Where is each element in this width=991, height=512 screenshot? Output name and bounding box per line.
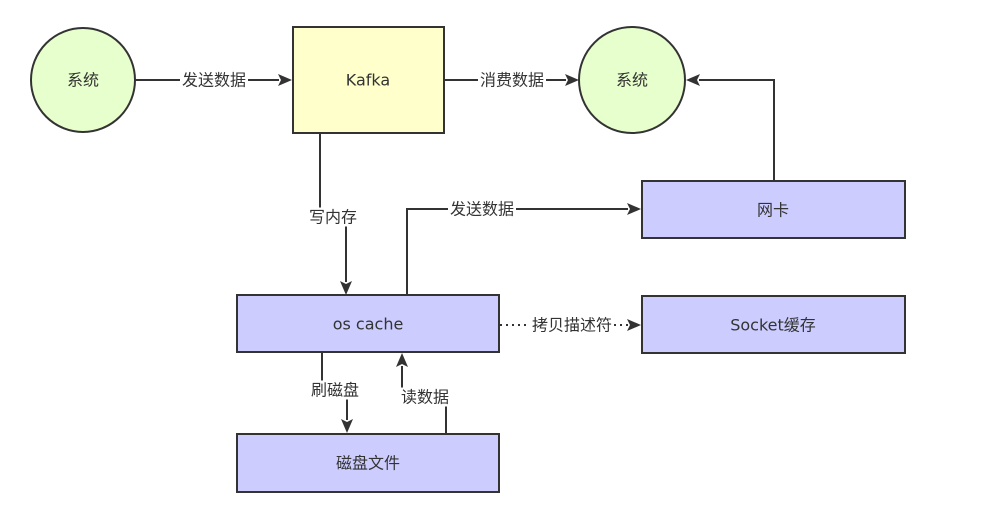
edge-label-background bbox=[447, 199, 517, 219]
node-label: os cache bbox=[333, 315, 404, 334]
edge-label: 刷磁盘 bbox=[311, 381, 359, 400]
edge-line bbox=[406, 208, 628, 295]
arrowhead-icon bbox=[627, 319, 641, 331]
node-socket-buffer: Socket缓存 bbox=[641, 295, 906, 354]
node-system-left: 系统 bbox=[30, 27, 136, 133]
edge-copy-descriptor: 拷贝描述符 bbox=[500, 315, 641, 335]
node-label: 系统 bbox=[67, 71, 99, 90]
edge-label: 消费数据 bbox=[480, 71, 544, 90]
edge-label-background bbox=[398, 387, 452, 407]
edge-send-to-kafka: 发送数据 bbox=[135, 70, 292, 90]
rect-shape bbox=[641, 180, 906, 239]
edge-label: 发送数据 bbox=[450, 200, 514, 219]
arrowhead-icon bbox=[627, 203, 641, 215]
edge-label-background bbox=[179, 70, 249, 90]
node-disk-file: 磁盘文件 bbox=[236, 433, 500, 493]
edge-label: 发送数据 bbox=[182, 71, 246, 90]
arrowhead-icon bbox=[340, 281, 352, 295]
node-os-cache: os cache bbox=[236, 294, 500, 353]
arrowhead-icon bbox=[341, 419, 353, 433]
edge-send-to-nic: 发送数据 bbox=[406, 199, 641, 295]
node-kafka: Kafka bbox=[292, 26, 445, 134]
node-label: 磁盘文件 bbox=[336, 454, 400, 473]
edge-label-background bbox=[529, 315, 615, 335]
arrowhead-icon bbox=[686, 74, 700, 86]
edge-label: 读数据 bbox=[401, 388, 449, 407]
edge-line bbox=[699, 79, 775, 181]
node-label: 网卡 bbox=[757, 201, 789, 220]
edge-label: 拷贝描述符 bbox=[532, 316, 612, 335]
node-system-right: 系统 bbox=[578, 26, 686, 134]
node-nic: 网卡 bbox=[641, 180, 906, 239]
circle-shape bbox=[30, 27, 136, 133]
arrowhead-icon bbox=[396, 353, 408, 367]
rect-shape bbox=[292, 26, 445, 134]
edge-consume-data: 消费数据 bbox=[444, 70, 579, 90]
edge-label-background bbox=[308, 380, 362, 400]
rect-shape bbox=[641, 295, 906, 354]
node-label: Socket缓存 bbox=[730, 316, 816, 335]
edge-read-data: 读数据 bbox=[396, 353, 452, 434]
edge-flush-disk: 刷磁盘 bbox=[308, 352, 362, 433]
arrowhead-icon bbox=[565, 74, 579, 86]
edge-nic-to-system bbox=[686, 74, 775, 181]
circle-shape bbox=[578, 26, 686, 134]
edge-label: 写内存 bbox=[309, 208, 357, 227]
edge-label-background bbox=[477, 70, 547, 90]
edge-label-background bbox=[306, 207, 360, 227]
node-label: 系统 bbox=[616, 71, 648, 90]
rect-shape bbox=[236, 433, 500, 493]
rect-shape bbox=[236, 294, 500, 353]
arrowhead-icon bbox=[278, 74, 292, 86]
edge-write-memory: 写内存 bbox=[306, 133, 360, 295]
node-label: Kafka bbox=[346, 71, 390, 90]
